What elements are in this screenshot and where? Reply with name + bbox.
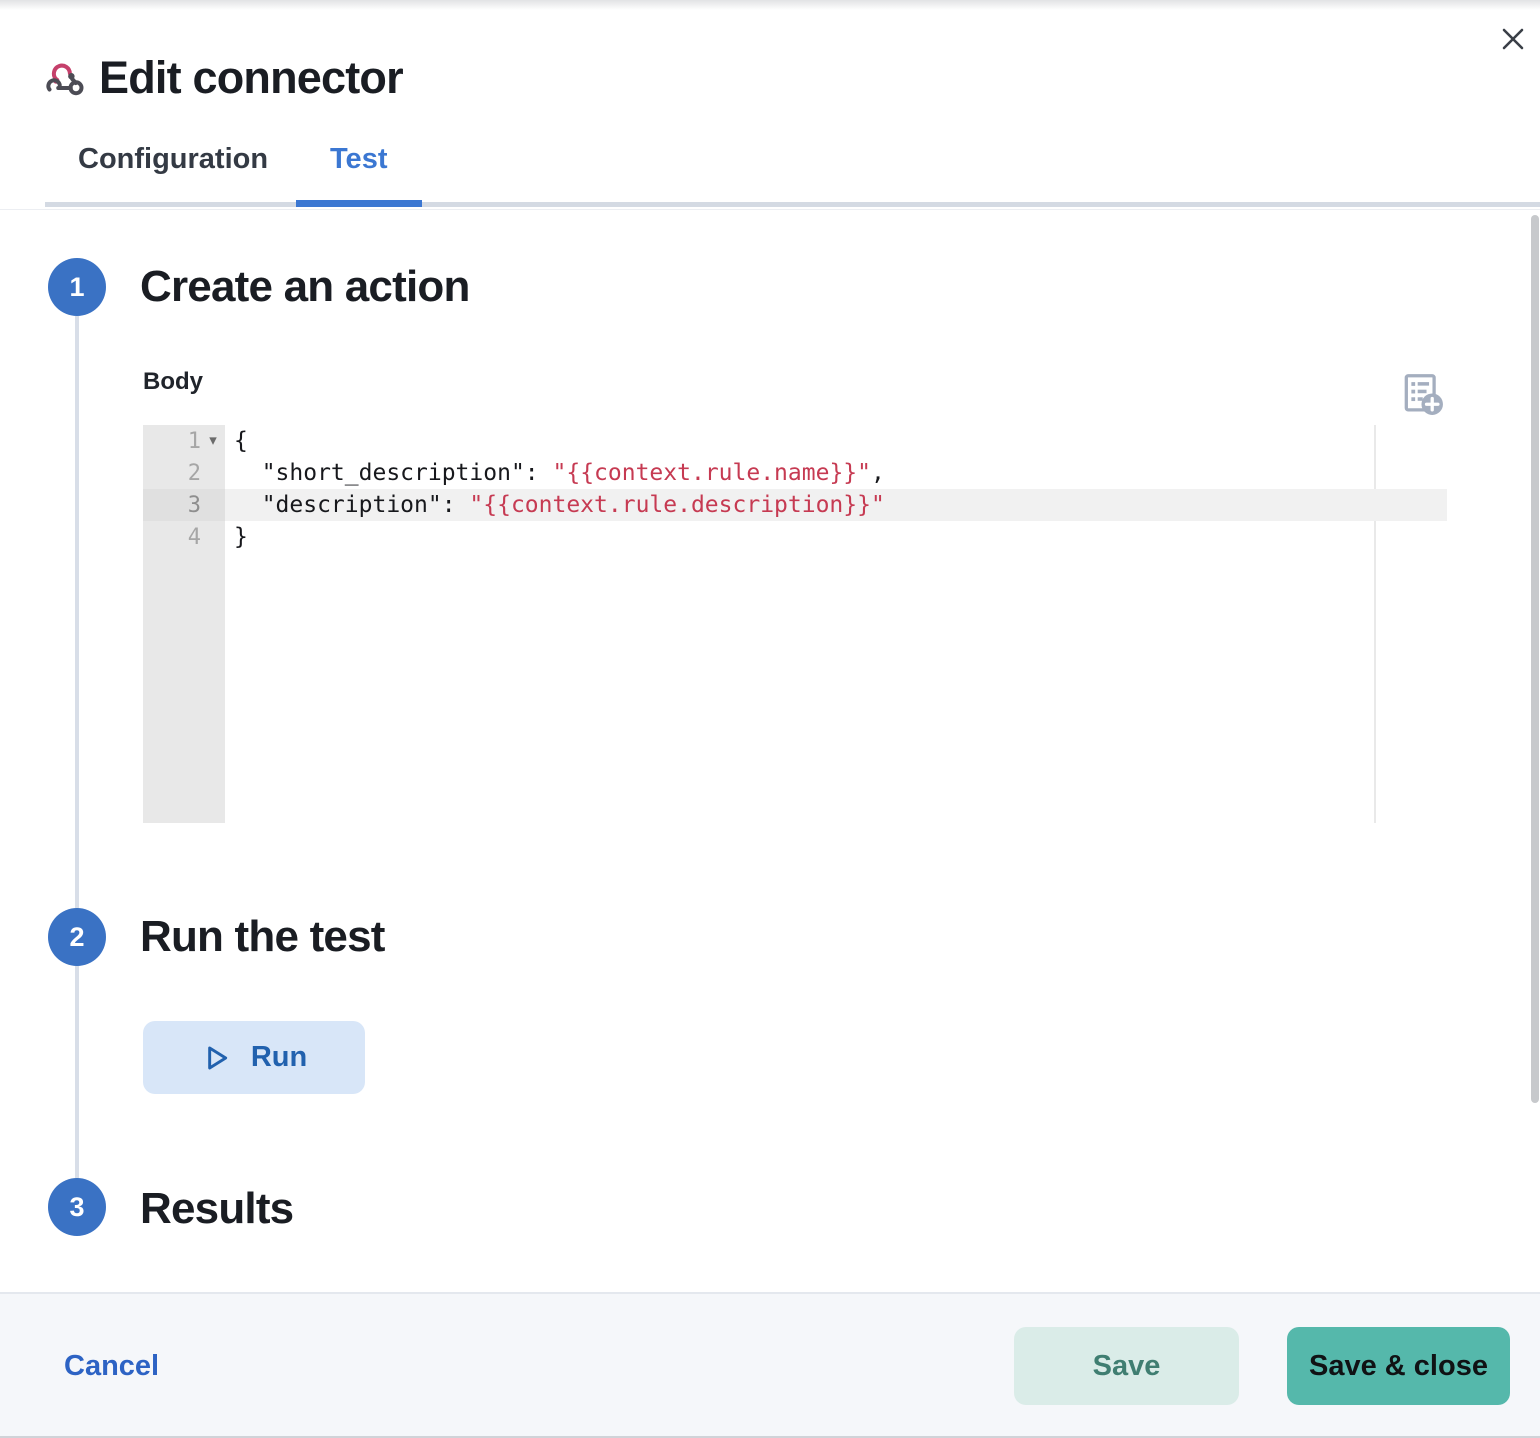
header-edge [0, 209, 1540, 210]
cancel-button[interactable]: Cancel [64, 1349, 160, 1382]
step-number-3: 3 [48, 1178, 106, 1236]
tab-test[interactable]: Test [330, 143, 388, 175]
close-icon[interactable] [1496, 22, 1530, 56]
step-title-run-test: Run the test [140, 912, 385, 961]
top-shadow [0, 0, 1540, 10]
line-number: 4 [187, 524, 201, 550]
line-number: 3 [143, 489, 225, 521]
line-number: 2 [187, 460, 201, 486]
save-button[interactable]: Save [1014, 1327, 1239, 1405]
body-field-label: Body [143, 368, 203, 395]
run-button[interactable]: Run [143, 1021, 365, 1094]
code-line[interactable]: 4} [143, 521, 1447, 553]
scrollbar-thumb[interactable] [1531, 215, 1539, 1103]
webhook-icon [45, 56, 85, 101]
step-title-results: Results [140, 1184, 294, 1233]
step-title-create-action: Create an action [140, 262, 470, 311]
tabs-divider [45, 202, 1540, 207]
play-icon [201, 1042, 233, 1074]
editor-print-margin [1374, 425, 1376, 823]
add-variable-icon[interactable] [1402, 372, 1446, 420]
step-number-1: 1 [48, 258, 106, 316]
body-code-editor[interactable]: 1▾{2 "short_description": "{{context.rul… [143, 425, 1447, 823]
save-and-close-button[interactable]: Save & close [1287, 1327, 1510, 1405]
line-number: 1▾ [143, 425, 225, 457]
code-line[interactable]: 2 "short_description": "{{context.rule.n… [143, 457, 1447, 489]
step-connector-line [75, 316, 79, 1180]
tab-configuration[interactable]: Configuration [78, 143, 269, 175]
flyout-header: Edit connector [45, 52, 404, 104]
code-lines: 1▾{2 "short_description": "{{context.rul… [143, 425, 1447, 553]
fold-caret-icon[interactable]: ▾ [209, 432, 217, 449]
step-number-2: 2 [48, 908, 106, 966]
flyout-footer: Cancel Save Save & close [0, 1292, 1540, 1438]
page-title: Edit connector [99, 52, 404, 103]
active-tab-underline [296, 200, 422, 207]
run-button-label: Run [250, 1041, 308, 1073]
code-line[interactable]: 3 "description": "{{context.rule.descrip… [143, 489, 1447, 521]
code-line[interactable]: 1▾{ [143, 425, 1447, 457]
window-bottom-edge [0, 1436, 1540, 1438]
